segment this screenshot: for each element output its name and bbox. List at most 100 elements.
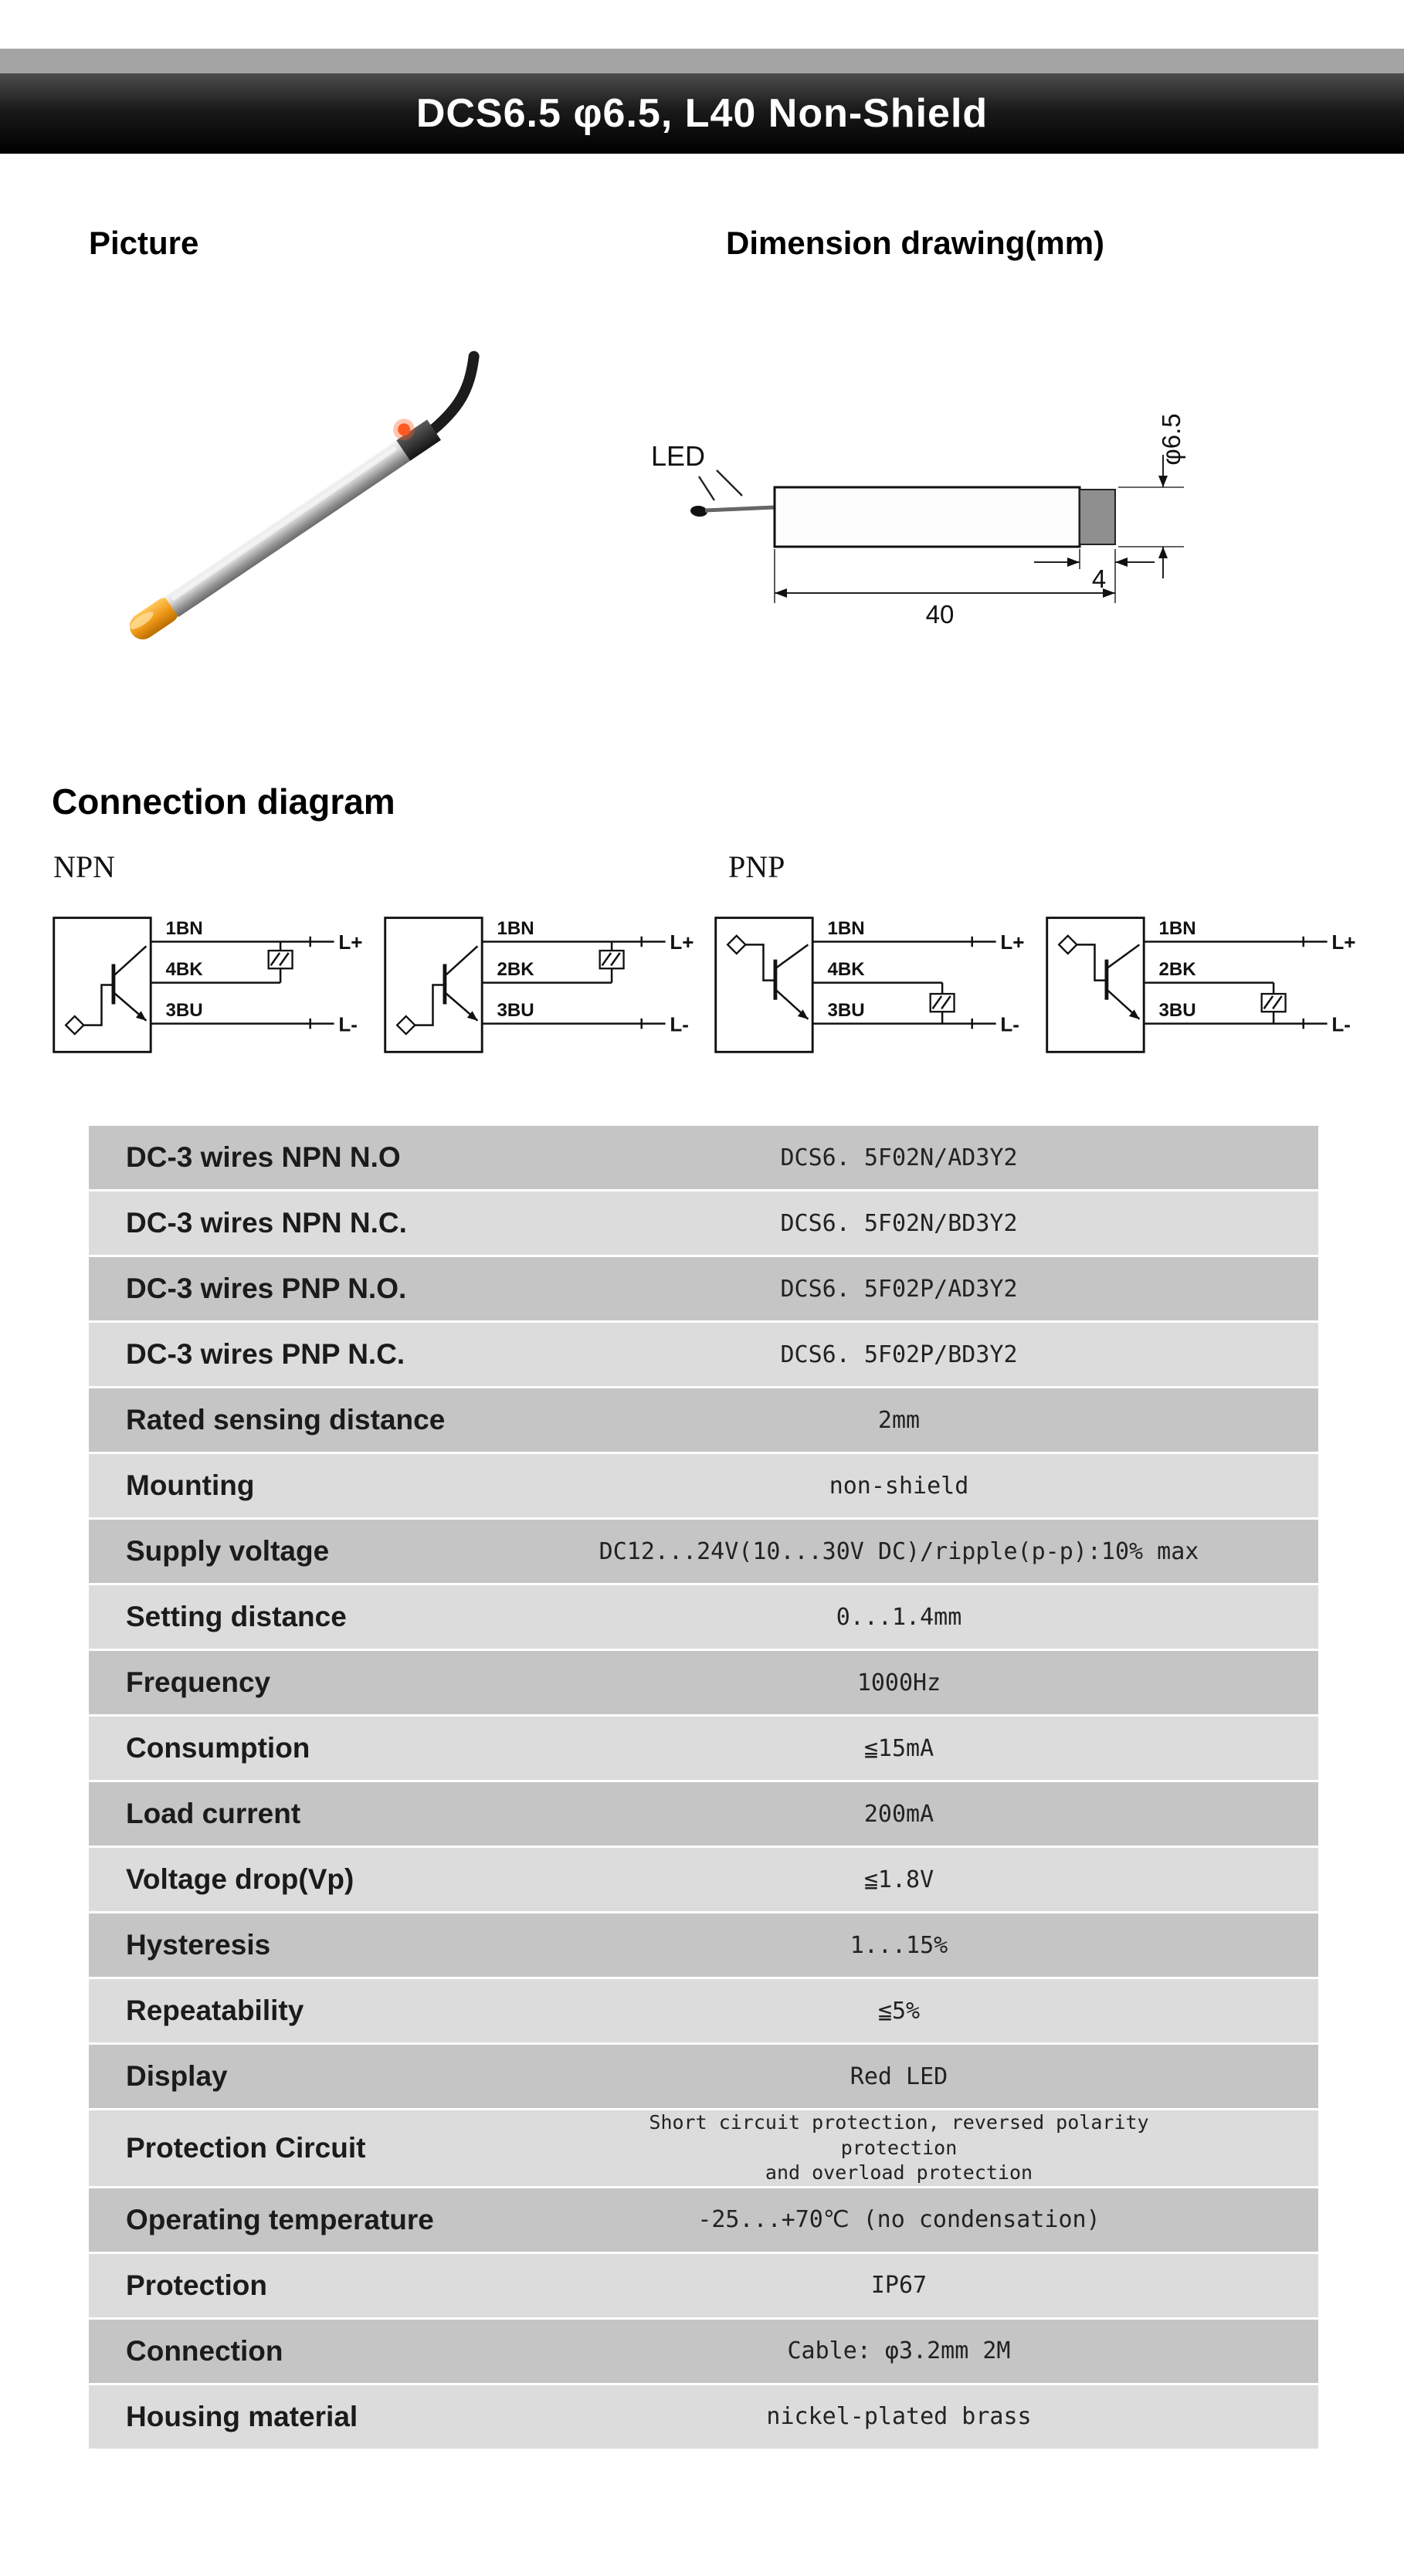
spec-row: Hysteresis 1...15%: [89, 1913, 1318, 1979]
spec-label: Setting distance: [126, 1601, 347, 1632]
spec-row: Connection Cable: φ3.2mm 2M: [89, 2319, 1318, 2385]
spec-value: IP67: [870, 2272, 928, 2299]
wiring-diagrams-row: 1BN 4BK 3BU L+ L- 1BN 2BK 3BU L+ L-: [48, 906, 1362, 1063]
sensor-box: [53, 917, 152, 1053]
spec-value: DC12...24V(10...30V DC)/ripple(p-p):10% …: [599, 1537, 1199, 1565]
spec-label: Consumption: [126, 1732, 310, 1764]
spec-row: DC-3 wires NPN N.O DCS6. 5F02N/AD3Y2: [89, 1126, 1318, 1191]
led-label: LED: [651, 440, 705, 472]
dimension-heading: Dimension drawing(mm): [726, 225, 1105, 261]
spec-value: nickel-plated brass: [766, 2403, 1032, 2430]
spec-row: Setting distance 0...1.4mm: [89, 1585, 1318, 1651]
tip-length-label: 4: [1092, 564, 1106, 593]
spec-row: DC-3 wires NPN N.C. DCS6. 5F02N/BD3Y2: [89, 1191, 1318, 1257]
wire-label: 3BU: [828, 1000, 865, 1021]
wire-label: 4BK: [165, 959, 203, 980]
spec-value: 2mm: [877, 1406, 921, 1434]
diameter-label: φ6.5: [1157, 413, 1185, 465]
proximity-symbol: [1057, 934, 1078, 955]
spec-value: 0...1.4mm: [836, 1603, 962, 1631]
spec-label: Connection: [126, 2334, 283, 2367]
spec-row: Protection Circuit Short circuit protecti…: [89, 2110, 1318, 2188]
spec-label: Rated sensing distance: [126, 1404, 446, 1435]
spec-row: Consumption ≦15mA: [89, 1717, 1318, 1782]
body-outline: [773, 486, 1081, 548]
spec-value: DCS6. 5F02P/BD3Y2: [780, 1341, 1018, 1368]
wire-label: 1BN: [165, 918, 202, 939]
sensor-cable: [422, 351, 480, 440]
wire-label: 1BN: [1158, 918, 1195, 939]
spec-label: Voltage drop(Vp): [126, 1863, 354, 1895]
wire-label: 4BK: [828, 959, 866, 980]
spec-label: DC-3 wires NPN N.O: [126, 1141, 401, 1173]
spec-row: Supply voltage DC12...24V(10...30V DC)/ri…: [89, 1520, 1318, 1585]
wire-label: 3BU: [497, 1000, 534, 1021]
spec-label: Protection Circuit: [126, 2131, 366, 2164]
spec-row: Voltage drop(Vp) ≦1.8V: [89, 1848, 1318, 1913]
wire-label: 1BN: [497, 918, 534, 939]
spec-label: Supply voltage: [126, 1535, 330, 1567]
wiring-diagram-npn-no: 1BN 4BK 3BU L+ L-: [53, 917, 363, 1053]
connection-heading: Connection diagram: [52, 781, 395, 822]
wiring-diagram-pnp-nc: 1BN 2BK 3BU L+ L-: [1046, 917, 1355, 1053]
proximity-symbol: [64, 1015, 85, 1035]
spec-value: Short circuit protection, reversed polar…: [649, 2111, 1149, 2184]
spec-value: ≦15mA: [863, 1734, 934, 1762]
dimension-drawing: LED φ6.5 40: [651, 413, 1185, 629]
spec-value: DCS6. 5F02N/AD3Y2: [780, 1144, 1018, 1171]
spec-row: Rated sensing distance 2mm: [89, 1388, 1318, 1454]
sensor-box: [1046, 917, 1145, 1053]
spec-label: DC-3 wires PNP N.O.: [126, 1273, 407, 1304]
spec-row: DC-3 wires PNP N.O. DCS6. 5F02P/AD3Y2: [89, 1257, 1318, 1323]
spec-label: Repeatability: [126, 1995, 304, 2026]
terminal-label: L-: [338, 1012, 358, 1035]
wiring-diagram-pnp-no: 1BN 4BK 3BU L+ L-: [714, 917, 1025, 1053]
pnp-label: PNP: [728, 849, 785, 884]
spec-label: Protection: [126, 2269, 267, 2301]
spec-label: Frequency: [126, 1666, 271, 1698]
section-headings: Picture Dimension drawing(mm): [0, 225, 1404, 265]
npn-label: NPN: [53, 849, 116, 884]
proximity-symbol: [726, 934, 748, 955]
connection-heading-wrap: Connection diagram: [0, 781, 1404, 825]
led-dot: [398, 423, 411, 436]
spec-row: Housing material nickel-plated brass: [89, 2384, 1318, 2451]
spec-value: 1...15%: [850, 1931, 948, 1959]
spec-value: Cable: φ3.2mm 2M: [787, 2337, 1011, 2364]
wire-label: 2BK: [497, 959, 534, 980]
spec-label: DC-3 wires PNP N.C.: [126, 1338, 405, 1370]
spec-label: Operating temperature: [126, 2203, 434, 2235]
spec-value: DCS6. 5F02N/BD3Y2: [780, 1209, 1018, 1237]
tip-outline: [1079, 489, 1116, 545]
wire-label: 2BK: [1158, 959, 1196, 980]
wiring-diagram-npn-nc: 1BN 2BK 3BU L+ L-: [383, 917, 694, 1053]
terminal-label: L-: [1001, 1012, 1020, 1035]
spec-value: 200mA: [863, 1800, 934, 1828]
diagram-type-labels: NPN PNP: [0, 849, 1404, 889]
spec-label: Housing material: [126, 2400, 358, 2432]
terminal-label: L+: [670, 930, 694, 954]
spec-value: Red LED: [850, 2062, 948, 2090]
spec-label: Load current: [126, 1798, 301, 1829]
spec-value: DCS6. 5F02P/AD3Y2: [780, 1275, 1018, 1303]
spec-row: Load current 200mA: [89, 1782, 1318, 1848]
spec-value: ≦1.8V: [863, 1866, 934, 1893]
spec-label: DC-3 wires NPN N.C.: [126, 1207, 407, 1239]
title-band: DCS6.5 φ6.5, L40 Non-Shield: [0, 73, 1404, 154]
terminal-label: L-: [670, 1012, 689, 1035]
sensor-box: [383, 917, 483, 1053]
picture-heading: Picture: [89, 225, 199, 261]
spec-value: -25...+70℃ (no condensation): [697, 2206, 1100, 2233]
spec-row: DC-3 wires PNP N.C. DCS6. 5F02P/BD3Y2: [89, 1323, 1318, 1388]
sensor-tip: [129, 597, 179, 640]
terminal-label: L+: [338, 930, 362, 954]
wire-label: 3BU: [1158, 1000, 1195, 1021]
product-photo: [129, 351, 480, 640]
spec-label: Display: [126, 2060, 228, 2092]
spec-label: Hysteresis: [126, 1929, 271, 1961]
proximity-symbol: [395, 1015, 416, 1035]
length-label: 40: [926, 600, 955, 629]
cable-end: [690, 505, 707, 517]
